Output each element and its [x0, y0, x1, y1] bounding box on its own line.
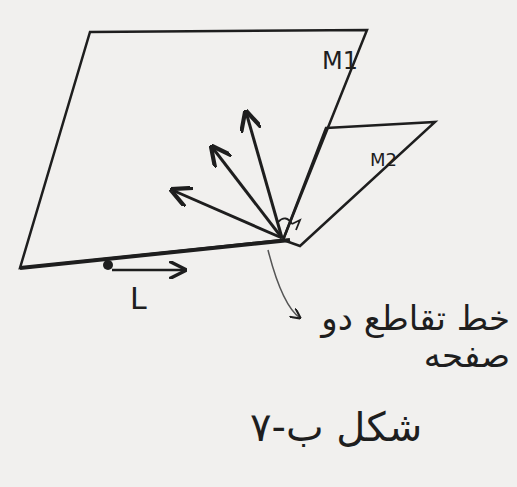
plane-name: M2 — [370, 150, 397, 170]
leader-line — [268, 250, 300, 318]
point — [103, 260, 113, 270]
angle-mark — [278, 218, 292, 224]
intersection-line — [20, 240, 290, 268]
direction-arrow — [112, 269, 185, 272]
plane-name: M1 — [322, 48, 358, 74]
plane-m2 — [283, 122, 435, 246]
line-name: L — [130, 282, 147, 315]
note: خط تقاطع دو صفحه — [300, 300, 510, 375]
vector — [172, 190, 282, 238]
vector — [246, 112, 282, 238]
caption: شکل ب-۷ — [250, 405, 422, 449]
angle-mark — [292, 220, 300, 230]
vector — [212, 147, 282, 238]
